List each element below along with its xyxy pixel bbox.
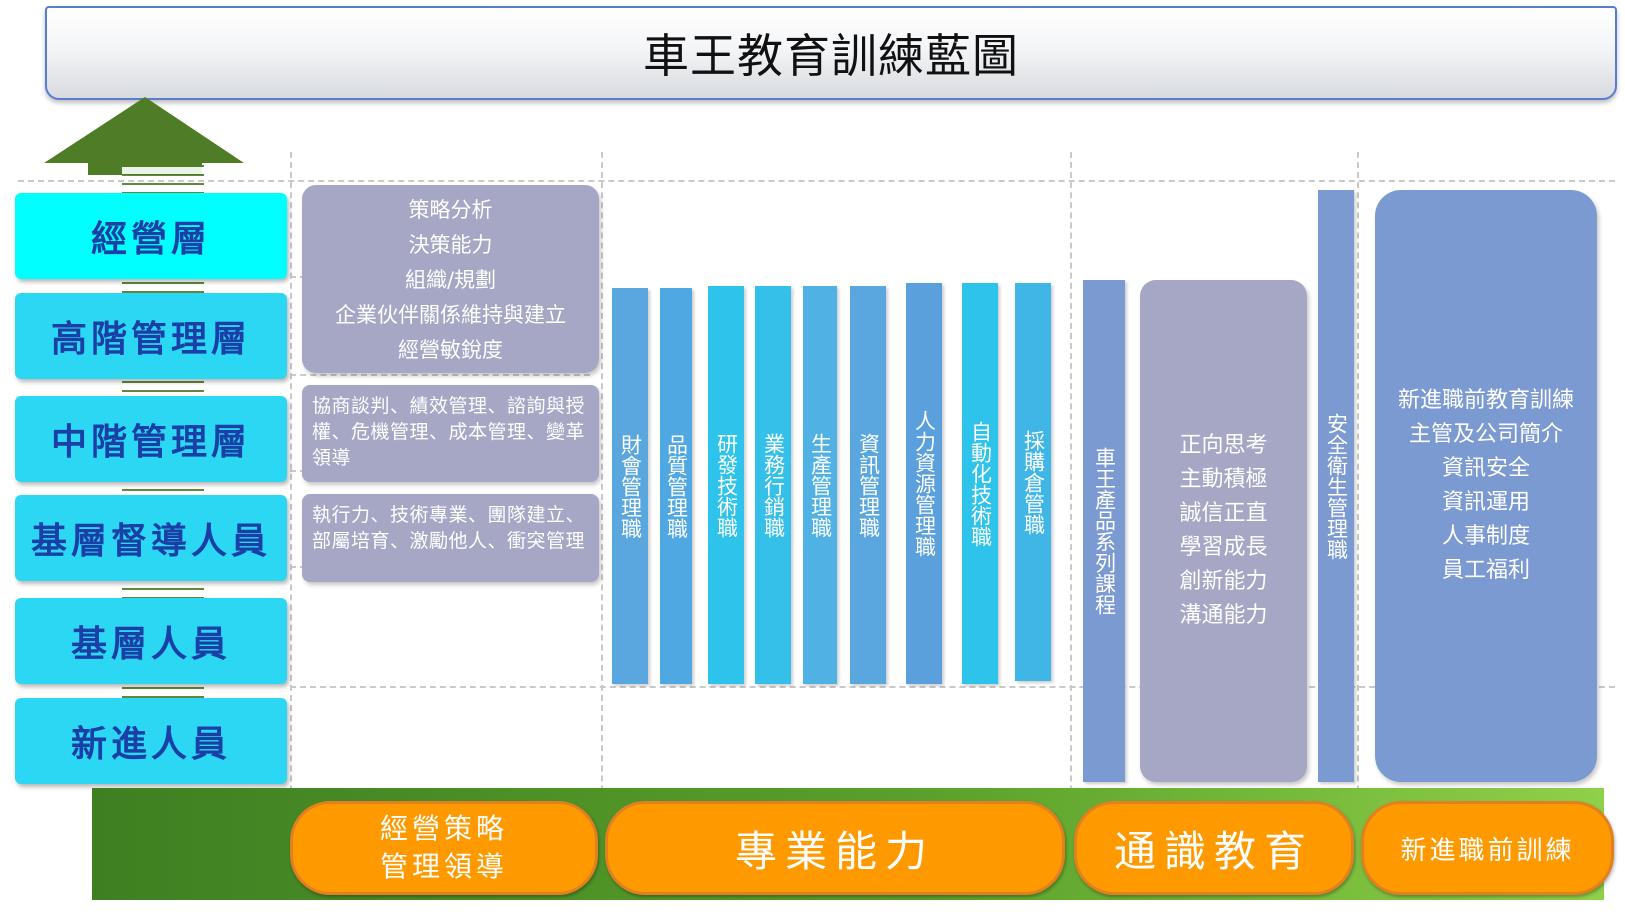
orientation-item: 主管及公司簡介 xyxy=(1408,422,1563,447)
grid-line xyxy=(18,180,1615,182)
grid-line xyxy=(290,374,590,376)
orientation-item: 員工福利 xyxy=(1441,558,1530,583)
category-general: 通識教育 xyxy=(1074,801,1354,895)
category-orientation: 新進職前訓練 xyxy=(1361,801,1614,895)
strategy-item: 經營敏銳度 xyxy=(398,338,503,362)
category-management-line: 經營策略 xyxy=(379,812,508,845)
level-middle-management: 中階管理層 xyxy=(15,396,287,482)
category-management: 經營策略 管理領導 xyxy=(290,801,598,895)
track-purchasing: 採購倉管職 xyxy=(1015,283,1051,681)
track-production: 生產管理職 xyxy=(803,286,837,684)
level-supervisor: 基層督導人員 xyxy=(15,495,287,581)
competency-item: 誠信正直 xyxy=(1179,501,1268,526)
category-professional: 專業能力 xyxy=(605,801,1065,895)
competency-item: 創新能力 xyxy=(1179,569,1268,594)
level-staff: 基層人員 xyxy=(15,598,287,684)
level-senior-management: 高階管理層 xyxy=(15,293,287,379)
up-arrow-icon xyxy=(44,97,244,175)
strategy-item: 決策能力 xyxy=(408,233,493,257)
grid-line xyxy=(1070,152,1072,892)
competency-box: 正向思考 主動積極 誠信正直 學習成長 創新能力 溝通能力 xyxy=(1140,280,1307,782)
competency-item: 學習成長 xyxy=(1179,535,1268,560)
competency-item: 主動積極 xyxy=(1179,467,1268,492)
safety-bar: 安全衛生管理職 xyxy=(1318,190,1354,782)
track-rnd: 研發技術職 xyxy=(708,286,744,684)
competency-item: 溝通能力 xyxy=(1179,603,1268,628)
middle-management-box: 協商談判、績效管理、諮詢與授權、危機管理、成本管理、變革領導 xyxy=(302,385,599,482)
level-executive: 經營層 xyxy=(15,193,287,279)
product-series-bar: 車王產品系列課程 xyxy=(1083,280,1125,782)
strategy-item: 企業伙伴關係維持與建立 xyxy=(335,303,566,327)
strategy-item: 組織/規劃 xyxy=(404,268,497,292)
track-sales: 業務行銷職 xyxy=(755,286,791,684)
orientation-box: 新進職前教育訓練 主管及公司簡介 資訊安全 資訊運用 人事制度 員工福利 xyxy=(1375,190,1597,782)
orientation-item: 資訊運用 xyxy=(1441,490,1530,515)
grid-line xyxy=(290,152,292,892)
strategy-box: 策略分析 決策能力 組織/規劃 企業伙伴關係維持與建立 經營敏銳度 xyxy=(302,185,599,373)
grid-line xyxy=(601,152,603,892)
grid-line xyxy=(1357,152,1359,892)
track-hr: 人力資源管理職 xyxy=(906,283,942,684)
track-finance: 財會管理職 xyxy=(612,288,648,684)
track-it: 資訊管理職 xyxy=(850,286,886,684)
diagram-title: 車王教育訓練藍圖 xyxy=(45,6,1617,100)
competency-item: 正向思考 xyxy=(1179,433,1268,458)
strategy-item: 策略分析 xyxy=(408,198,493,222)
orientation-item: 資訊安全 xyxy=(1441,456,1530,481)
level-new-employee: 新進人員 xyxy=(15,698,287,784)
grid-line xyxy=(290,686,1615,688)
orientation-item: 新進職前教育訓練 xyxy=(1397,388,1574,413)
category-management-line: 管理領導 xyxy=(379,850,508,883)
supervisor-box: 執行力、技術專業、團隊建立、部屬培育、激勵他人、衝突管理 xyxy=(302,494,599,582)
orientation-item: 人事制度 xyxy=(1441,524,1530,549)
track-automation: 自動化技術職 xyxy=(962,283,998,684)
track-quality: 品質管理職 xyxy=(660,288,692,684)
